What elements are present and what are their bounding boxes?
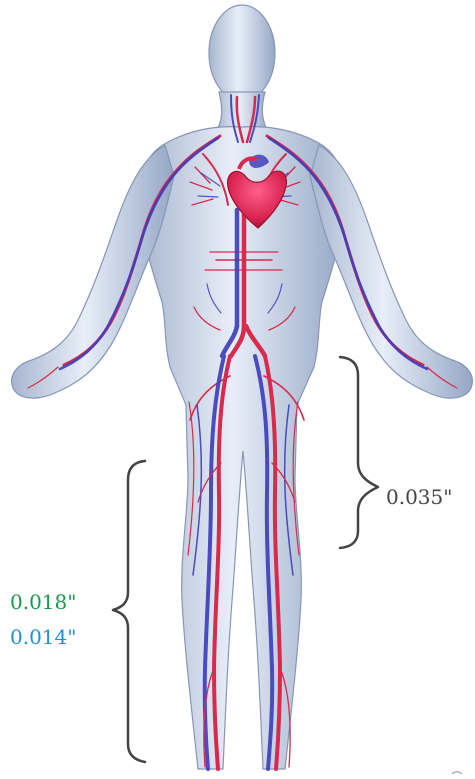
body-silhouette <box>12 5 473 769</box>
corner-mark <box>452 772 462 774</box>
curly-brace-icon <box>340 357 378 548</box>
curly-brace-icon <box>113 461 145 762</box>
lower-measurement-label-blue: 0.014" <box>10 627 76 647</box>
upper-measurement-label: 0.035" <box>386 487 452 507</box>
lower-measurement-label-green: 0.018" <box>10 592 76 612</box>
